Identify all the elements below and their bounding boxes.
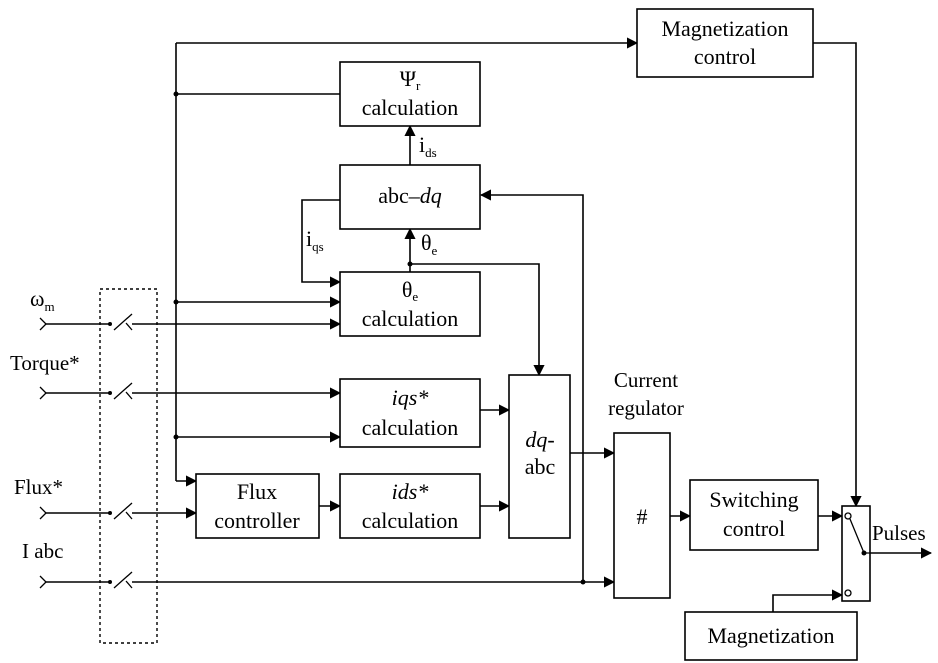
switch-omega-m [108,313,133,331]
theta-e-signal-label: θe [421,230,438,258]
iqs-label: iqs* [392,385,429,410]
magnetization-block: Magnetization [684,611,858,661]
psi-r-calculation-text: calculation [362,95,459,120]
pulses-output-label: Pulses [872,521,926,545]
input-terminals [39,317,47,589]
switch-torque [108,382,133,400]
ids-calculation-block: ids* calculation [339,473,481,539]
torque-input-label: Torque* [10,351,80,375]
abc-dq-label: abc–dq [378,183,442,208]
hysteresis-symbol: # [637,504,648,529]
signal-labels: ωm Torque* Flux* I abc ids iqs θe Pulses [10,132,926,563]
flux-input-label: Flux* [14,475,63,499]
current-regulator-line1: Current [614,368,678,392]
magnetization-control-block: Magnetization control [636,8,814,78]
theta-e-calculation-text: calculation [362,306,459,331]
selector-blade [849,518,870,554]
connection-lines [45,37,933,626]
dq-abc-line1: dq- [525,427,554,452]
switch-i-abc [108,571,133,589]
selector-contact-top [844,512,852,520]
switch-bank-boundary [99,288,158,644]
selector-contact-bottom [844,589,852,597]
omega-m-label: ωm [30,286,55,314]
switch-flux [108,502,133,520]
abc-dq-block: abc–dq [339,164,481,230]
psi-r-calculation-block: Ψr calculation [339,61,481,127]
switch-bank [99,288,158,644]
i-abc-input-label: I abc [22,539,63,563]
iqs-calculation-block: iqs* calculation [339,378,481,448]
current-regulator-line2: regulator [608,396,684,420]
switching-control-line1: Switching [709,487,798,512]
switching-control-line2: control [723,516,785,541]
psi-r-label: Ψr [400,66,421,93]
current-regulator-label: Current regulator [608,368,684,420]
ids-calculation-text: calculation [362,508,459,533]
theta-e-block-label: θe [402,277,419,304]
iqs-calculation-text: calculation [362,415,459,440]
switching-control-block: Switching control [689,479,819,551]
flux-controller-block: Flux controller [195,473,320,539]
theta-e-calculation-block: θe calculation [339,271,481,337]
magnetization-control-line2: control [694,44,756,69]
ids-signal-label: ids [419,132,437,160]
magnetization-text: Magnetization [707,623,834,648]
flux-controller-line1: Flux [237,479,277,504]
hysteresis-regulator-block: # [613,432,671,599]
dq-abc-block: dq- abc [508,374,571,539]
dq-abc-line2: abc [525,454,556,479]
ids-label: ids* [392,479,429,504]
flux-controller-line2: controller [214,508,300,533]
iqs-signal-label: iqs [306,226,324,254]
mode-selector-switch [841,505,871,602]
magnetization-control-line1: Magnetization [661,16,788,41]
